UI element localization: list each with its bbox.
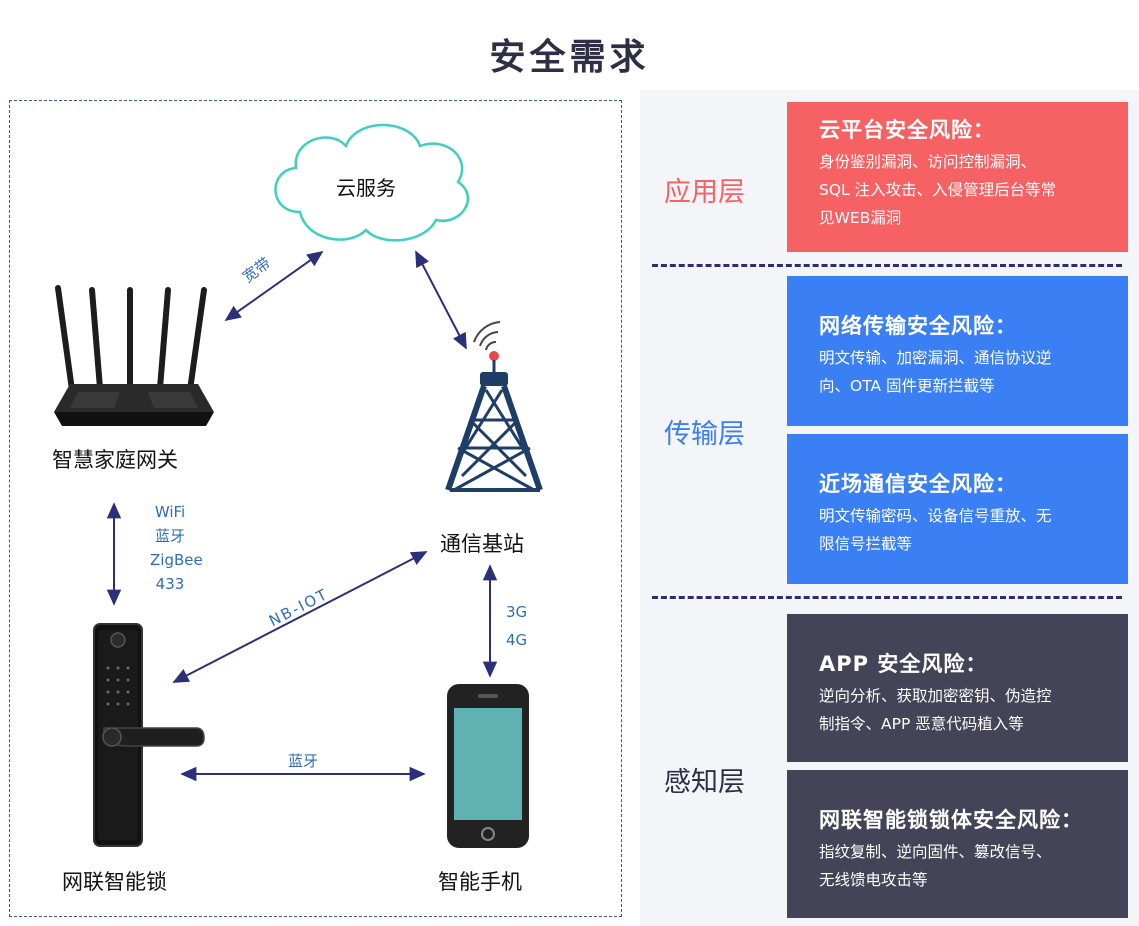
edge-label-zigbee: ZigBee xyxy=(150,551,203,569)
smartphone-label: 智能手机 xyxy=(438,870,522,894)
risk-card-lock-body: 网联智能锁锁体安全风险： 指纹复制、逆向固件、篡改信号、 无线馈电攻击等 xyxy=(787,770,1128,918)
edge-label-433: 433 xyxy=(155,575,185,593)
arrow-lock-station xyxy=(172,551,428,683)
risk-description: 逆向分析、获取加密密钥、伪造控 制指令、APP 恶意代码植入等 xyxy=(819,687,1052,733)
layer-label-app: 应用层 xyxy=(664,177,745,208)
layer-label-perception: 感知层 xyxy=(664,767,745,798)
page-title: 安全需求 xyxy=(489,37,650,78)
edge-label-4g: 4G xyxy=(506,631,528,649)
edge-label-wifi: WiFi xyxy=(154,503,186,521)
gateway-label: 智慧家庭网关 xyxy=(52,448,178,472)
cloud-service-label: 云服务 xyxy=(336,176,396,200)
risk-card-network-transport: 网络传输安全风险： 明文传输、加密漏洞、通信协议逆 向、OTA 固件更新拦截等 xyxy=(787,276,1128,426)
edge-label-gateway-lock: WiFi 蓝牙 ZigBee 433 xyxy=(150,500,203,596)
smart-lock-label: 网联智能锁 xyxy=(62,870,167,894)
risk-description: 身份鉴别漏洞、访问控制漏洞、 SQL 注入攻击、入侵管理后台等常 见WEB漏洞 xyxy=(819,153,1057,227)
arrow-gateway-cloud xyxy=(224,250,324,322)
risk-title: APP 安全风险： xyxy=(819,652,988,676)
layer-divider-transport-perception xyxy=(652,596,1122,599)
smartphone-icon xyxy=(447,684,529,848)
risk-card-cloud-platform: 云平台安全风险： 身份鉴别漏洞、访问控制漏洞、 SQL 注入攻击、入侵管理后台等… xyxy=(787,102,1128,252)
arrow-cloud-station xyxy=(415,250,467,350)
edge-label-station-phone: 3G 4G xyxy=(506,598,527,654)
base-station-label: 通信基站 xyxy=(440,532,524,556)
risk-description: 明文传输、加密漏洞、通信协议逆 向、OTA 固件更新拦截等 xyxy=(819,349,1052,395)
connection-arrows xyxy=(106,250,498,782)
router-icon xyxy=(54,285,214,426)
risk-card-app: APP 安全风险： 逆向分析、获取加密密钥、伪造控 制指令、APP 恶意代码植入… xyxy=(787,614,1128,762)
edge-label-lock-phone: 蓝牙 xyxy=(288,752,319,770)
risk-title: 近场通信安全风险： xyxy=(819,472,1017,496)
edge-label-bluetooth: 蓝牙 xyxy=(154,527,185,545)
smart-lock-icon xyxy=(93,623,205,847)
risk-card-near-field: 近场通信安全风险： 明文传输密码、设备信号重放、无 限信号拦截等 xyxy=(787,434,1128,584)
risk-description: 明文传输密码、设备信号重放、无 限信号拦截等 xyxy=(819,507,1052,553)
cloud-icon xyxy=(274,123,470,242)
risk-title: 网络传输安全风险： xyxy=(819,314,1017,338)
layer-label-transport: 传输层 xyxy=(664,419,745,450)
risk-description: 指纹复制、逆向固件、篡改信号、 无线馈电攻击等 xyxy=(819,843,1052,889)
risk-title: 网联智能锁锁体安全风险： xyxy=(819,808,1083,832)
base-station-tower-icon xyxy=(445,321,543,492)
risk-title: 云平台安全风险： xyxy=(819,118,995,142)
edge-label-3g: 3G xyxy=(506,603,528,621)
layer-divider-app-transport xyxy=(652,264,1122,267)
